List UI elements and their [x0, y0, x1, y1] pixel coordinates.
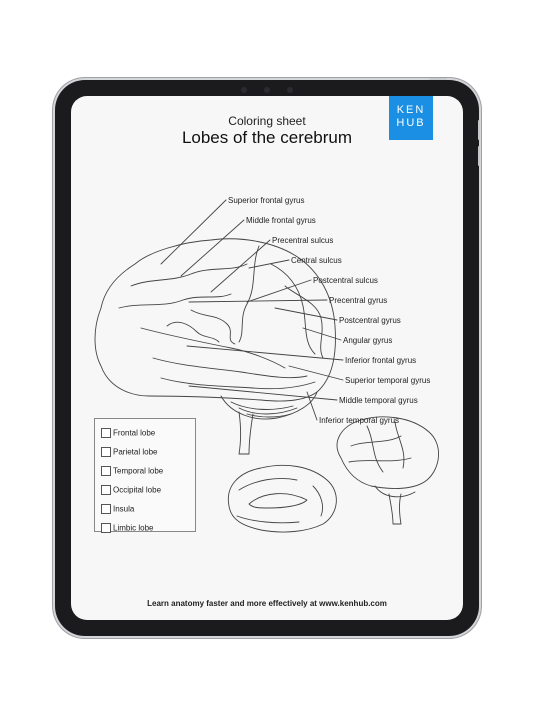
brainstem: [238, 411, 254, 455]
legend-item-limbic-lobe[interactable]: Limbic lobe: [101, 519, 153, 533]
label-precentral-sulcus: Precentral sulcus: [272, 236, 334, 245]
checkbox[interactable]: [101, 465, 111, 476]
cerebrum-outline: [94, 238, 336, 402]
tablet-frame: Coloring sheet Lobes of the cerebrum KEN…: [55, 78, 480, 636]
label-postcentral-sulcus: Postcentral sulcus: [313, 276, 378, 285]
checkbox[interactable]: [101, 484, 111, 495]
kenhub-logo: KEN HUB: [389, 96, 433, 140]
label-middle-temporal-gyrus: Middle temporal gyrus: [339, 396, 418, 405]
legend-item-insula[interactable]: Insula: [101, 500, 134, 514]
gyrus-fold: [152, 357, 308, 379]
legend-item-parietal-lobe[interactable]: Parietal lobe: [101, 443, 157, 457]
volume-up-button: [478, 120, 480, 140]
gyrus-fold: [160, 377, 316, 390]
gyrus-fold: [166, 321, 220, 343]
checkbox[interactable]: [101, 522, 111, 533]
brain-illustration: [94, 199, 439, 533]
gyrus-fold: [270, 263, 316, 355]
gyrus-fold: [284, 285, 324, 359]
small-brain-cerebellum: [374, 485, 416, 498]
camera-icon: [264, 87, 270, 93]
legend-item-frontal-lobe[interactable]: Frontal lobe: [101, 424, 155, 438]
volume-down-button: [478, 146, 480, 166]
checkbox[interactable]: [101, 446, 111, 457]
checkbox[interactable]: [101, 503, 111, 514]
gyrus-fold: [118, 293, 232, 309]
small-brain-lateral: [336, 416, 439, 489]
label-precentral-gyrus: Precentral gyrus: [329, 296, 388, 305]
top-button: [429, 78, 447, 80]
sensor-icon: [287, 87, 293, 93]
small-brain-medial: [227, 464, 337, 533]
label-central-sulcus: Central sulcus: [291, 256, 342, 265]
camera-bar: [235, 86, 299, 94]
gyrus-fold: [130, 263, 248, 287]
label-middle-frontal-gyrus: Middle frontal gyrus: [246, 216, 316, 225]
footer-text: Learn anatomy faster and more effectivel…: [147, 599, 387, 608]
cerebellum: [220, 391, 318, 420]
sheet-title: Lobes of the cerebrum: [181, 128, 353, 147]
sensor-icon: [241, 87, 247, 93]
checkbox[interactable]: [101, 427, 111, 438]
logo-line-hub: HUB: [396, 117, 426, 129]
central-sulcus-line: [238, 245, 260, 343]
medial-folds: [236, 478, 324, 524]
small-brain-stem: [388, 493, 402, 525]
logo-line-ken: KEN: [396, 104, 426, 116]
label-superior-temporal-gyrus: Superior temporal gyrus: [345, 376, 431, 385]
legend-item-occipital-lobe[interactable]: Occipital lobe: [101, 481, 161, 495]
color-legend: Frontal lobe Parietal lobe Temporal lobe…: [94, 418, 196, 533]
small-brain-folds: [348, 421, 412, 473]
legend-item-temporal-lobe[interactable]: Temporal lobe: [101, 462, 163, 476]
gyrus-fold: [190, 309, 236, 345]
label-inferior-temporal-gyrus: Inferior temporal gyrus: [319, 416, 400, 425]
label-angular-gyrus: Angular gyrus: [343, 336, 393, 345]
label-postcentral-gyrus: Postcentral gyrus: [339, 316, 401, 325]
label-superior-frontal-gyrus: Superior frontal gyrus: [228, 196, 305, 205]
coloring-sheet: Coloring sheet Lobes of the cerebrum KEN…: [71, 96, 463, 620]
sheet-subtitle: Coloring sheet: [228, 114, 306, 128]
sylvian-fissure: [140, 327, 286, 369]
medial-corpus-callosum: [248, 493, 308, 509]
label-inferior-frontal-gyrus: Inferior frontal gyrus: [345, 356, 417, 365]
cerebellum-folia: [230, 401, 298, 418]
